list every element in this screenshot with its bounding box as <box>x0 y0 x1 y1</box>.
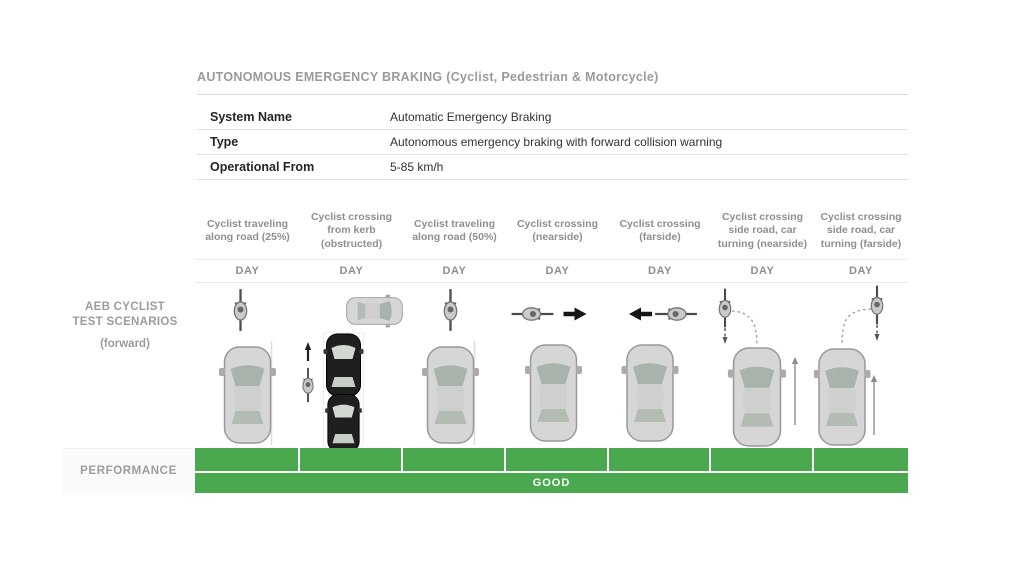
travel-arrow-icon <box>870 375 878 435</box>
scenario-diagram <box>814 285 884 446</box>
scenario-header: Cyclist crossing (nearside) <box>516 217 599 243</box>
cyclist-icon <box>302 367 314 403</box>
day-row: DAY DAY DAY DAY DAY DAY DAY <box>195 259 908 283</box>
day-label: DAY <box>235 265 260 277</box>
system-info-table: System Name Automatic Emergency Braking … <box>197 105 908 180</box>
day-label: DAY <box>339 265 364 277</box>
scenario-diagram <box>718 288 799 447</box>
cyclist-icon <box>870 285 884 325</box>
day-label: DAY <box>848 265 873 277</box>
scenario-header: Cyclist crossing (farside) <box>619 217 701 243</box>
info-label: Operational From <box>210 160 315 174</box>
test-scenarios-section-label: AEB CYCLIST TEST SCENARIOS (forward) <box>52 300 198 350</box>
car-icon <box>346 294 403 328</box>
scenario-diagram-cell <box>814 283 908 448</box>
scenario-diagram <box>219 289 276 445</box>
performance-cell <box>300 448 403 473</box>
cyclist-icon <box>233 289 248 331</box>
performance-row-label: PERFORMANCE <box>62 448 195 493</box>
cyclist-icon <box>655 307 697 321</box>
scenario-diagram <box>621 307 697 442</box>
crossing-arrow-icon <box>304 342 312 361</box>
scenario-header: Cyclist traveling along road (25%) <box>205 217 290 243</box>
scenario-diagram-cell <box>300 283 403 448</box>
day-label: DAY <box>647 265 672 277</box>
scenario-diagram-cell <box>609 283 711 448</box>
car-icon <box>727 347 787 447</box>
car-icon <box>219 346 276 444</box>
title-divider <box>197 94 908 95</box>
scenario-header: Cyclist crossing side road, car turning … <box>717 211 808 250</box>
scenario-diagram <box>422 289 479 445</box>
performance-cell-row <box>195 448 908 473</box>
info-value: Automatic Emergency Braking <box>390 110 552 124</box>
turn-path <box>841 308 872 346</box>
scenario-header-row: Cyclist traveling along road (25%) Cycli… <box>195 205 908 257</box>
cyclist-icon <box>443 289 458 331</box>
scenario-diagram-cell <box>506 283 609 448</box>
scenario-diagram-cell <box>711 283 814 448</box>
performance-cell <box>506 448 609 473</box>
cyclist-path-arrowhead <box>722 337 728 344</box>
section-title: AEB CYCLIST TEST SCENARIOS <box>72 301 178 328</box>
table-row: Type Autonomous emergency braking with f… <box>197 130 908 155</box>
performance-cell <box>195 448 300 473</box>
scenario-diagram-cell <box>403 283 506 448</box>
info-label: System Name <box>210 110 292 124</box>
table-row: Operational From 5-85 km/h <box>197 155 908 180</box>
car-icon <box>525 344 582 442</box>
day-label: DAY <box>545 265 570 277</box>
scenario-diagram-row <box>195 283 908 448</box>
car-icon <box>621 344 679 442</box>
scenario-diagram <box>302 294 403 448</box>
scenario-header: Cyclist crossing from kerb (obstructed) <box>310 211 393 250</box>
scenario-header: Cyclist traveling along road (50%) <box>412 217 497 243</box>
page-title: AUTONOMOUS EMERGENCY BRAKING (Cyclist, P… <box>197 70 659 84</box>
info-value: 5-85 km/h <box>390 160 444 174</box>
performance-cell <box>711 448 814 473</box>
scenario-header: Cyclist crossing side road, car turning … <box>820 211 902 250</box>
performance-cell <box>609 448 711 473</box>
car-icon <box>422 346 479 444</box>
performance-rating: GOOD <box>532 477 571 489</box>
performance-rating-bar: GOOD <box>195 473 908 493</box>
car-icon <box>814 348 871 446</box>
cyclist-icon <box>511 307 554 321</box>
info-value: Autonomous emergency braking with forwar… <box>390 135 723 149</box>
day-label: DAY <box>750 265 775 277</box>
scenario-diagram <box>511 307 587 442</box>
crossing-arrow-icon <box>629 307 652 321</box>
section-subtitle: (forward) <box>100 337 150 350</box>
day-label: DAY <box>442 265 467 277</box>
cyclist-path-arrowhead <box>874 334 880 341</box>
performance-cell <box>403 448 506 473</box>
travel-arrow-icon <box>791 357 799 425</box>
performance-cell <box>814 448 908 473</box>
table-row: System Name Automatic Emergency Braking <box>197 105 908 130</box>
cyclist-icon <box>718 288 732 328</box>
parked-car-icon <box>323 333 364 397</box>
info-label: Type <box>210 135 239 149</box>
parked-car-icon <box>325 394 362 448</box>
crossing-arrow-icon <box>563 307 587 321</box>
scenario-diagram-cell <box>195 283 300 448</box>
turn-path <box>731 310 758 346</box>
